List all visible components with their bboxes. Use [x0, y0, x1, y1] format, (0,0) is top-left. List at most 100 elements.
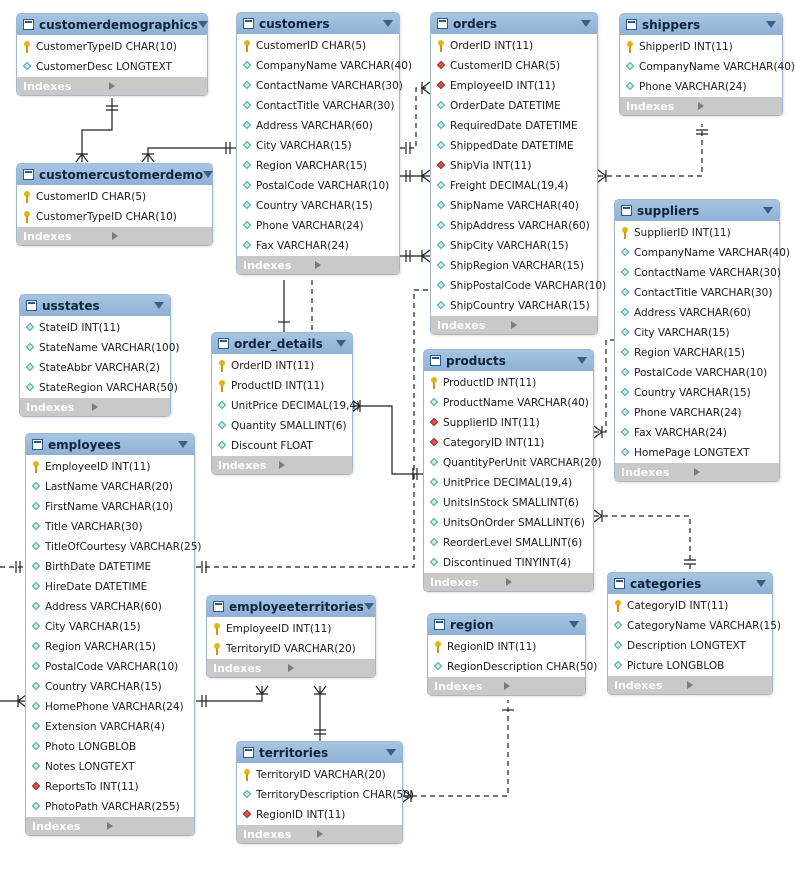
- column-row[interactable]: EmployeeID INT(11): [207, 619, 375, 639]
- column-row[interactable]: CategoryName VARCHAR(15): [608, 616, 781, 636]
- column-row[interactable]: ShipCountry VARCHAR(15): [431, 296, 597, 316]
- column-row[interactable]: ShipVia INT(11): [431, 156, 597, 176]
- column-row[interactable]: UnitPrice DECIMAL(19,4): [424, 473, 593, 493]
- column-row[interactable]: CustomerDesc LONGTEXT: [17, 57, 207, 77]
- column-row[interactable]: Description LONGTEXT: [608, 636, 772, 656]
- expand-arrow-icon[interactable]: [92, 403, 164, 411]
- table-header[interactable]: customerdemographics: [17, 14, 208, 35]
- expand-arrow-icon[interactable]: [279, 461, 346, 469]
- table-header[interactable]: territories: [237, 742, 402, 763]
- column-row[interactable]: ProductID INT(11): [212, 376, 352, 396]
- dropdown-triangle-icon[interactable]: [363, 603, 374, 610]
- table-header[interactable]: order_details: [212, 333, 352, 354]
- column-row[interactable]: CompanyName VARCHAR(40): [615, 243, 790, 263]
- dropdown-triangle-icon[interactable]: [154, 302, 164, 309]
- column-row[interactable]: ContactName VARCHAR(30): [615, 263, 781, 283]
- table-header[interactable]: suppliers: [615, 200, 779, 221]
- column-row[interactable]: RegionID INT(11): [237, 805, 402, 825]
- table-header[interactable]: usstates: [20, 295, 170, 316]
- dropdown-triangle-icon[interactable]: [386, 749, 396, 756]
- indexes-bar[interactable]: Indexes: [424, 573, 593, 591]
- table-header[interactable]: categories: [608, 573, 772, 594]
- indexes-bar[interactable]: Indexes: [237, 256, 399, 274]
- table-header[interactable]: employees: [26, 434, 194, 455]
- column-row[interactable]: Address VARCHAR(60): [26, 597, 194, 617]
- column-row[interactable]: TerritoryID VARCHAR(20): [207, 639, 375, 659]
- column-row[interactable]: Discontinued TINYINT(4): [424, 553, 593, 573]
- dropdown-triangle-icon[interactable]: [197, 21, 208, 28]
- column-row[interactable]: ContactTitle VARCHAR(30): [615, 283, 779, 303]
- column-row[interactable]: Quantity SMALLINT(6): [212, 416, 352, 436]
- column-row[interactable]: Photo LONGBLOB: [26, 737, 194, 757]
- column-row[interactable]: CategoryID INT(11): [608, 596, 772, 616]
- column-row[interactable]: CompanyName VARCHAR(40): [620, 57, 795, 77]
- column-row[interactable]: ShipPostalCode VARCHAR(10): [431, 276, 606, 296]
- column-row[interactable]: ContactTitle VARCHAR(30): [237, 96, 399, 116]
- column-row[interactable]: CompanyName VARCHAR(40): [237, 56, 412, 76]
- column-row[interactable]: UnitPrice DECIMAL(19,4): [212, 396, 360, 416]
- column-row[interactable]: ShipperID INT(11): [620, 37, 782, 57]
- column-row[interactable]: UnitsInStock SMALLINT(6): [424, 493, 593, 513]
- expand-arrow-icon[interactable]: [511, 321, 591, 329]
- indexes-bar[interactable]: Indexes: [207, 659, 375, 677]
- table-header[interactable]: region: [428, 614, 585, 635]
- column-row[interactable]: LastName VARCHAR(20): [26, 477, 194, 497]
- column-row[interactable]: SupplierID INT(11): [615, 223, 779, 243]
- dropdown-triangle-icon[interactable]: [203, 171, 214, 178]
- column-row[interactable]: CustomerTypeID CHAR(10): [17, 37, 207, 57]
- column-row[interactable]: Country VARCHAR(15): [237, 196, 399, 216]
- expand-arrow-icon[interactable]: [109, 82, 201, 90]
- column-row[interactable]: Region VARCHAR(15): [26, 637, 194, 657]
- expand-arrow-icon[interactable]: [288, 664, 369, 672]
- column-row[interactable]: CustomerID CHAR(5): [17, 187, 212, 207]
- column-row[interactable]: Phone VARCHAR(24): [620, 77, 782, 97]
- table-header[interactable]: customers: [237, 13, 399, 34]
- dropdown-triangle-icon[interactable]: [569, 621, 579, 628]
- column-row[interactable]: Country VARCHAR(15): [26, 677, 194, 697]
- column-row[interactable]: Fax VARCHAR(24): [237, 236, 399, 256]
- column-row[interactable]: ShippedDate DATETIME: [431, 136, 597, 156]
- indexes-bar[interactable]: Indexes: [17, 77, 207, 95]
- indexes-bar[interactable]: Indexes: [608, 676, 772, 694]
- column-row[interactable]: PostalCode VARCHAR(10): [237, 176, 399, 196]
- column-row[interactable]: Phone VARCHAR(24): [615, 403, 779, 423]
- column-row[interactable]: StateRegion VARCHAR(50): [20, 378, 178, 398]
- column-row[interactable]: CategoryID INT(11): [424, 433, 593, 453]
- column-row[interactable]: ContactName VARCHAR(30): [237, 76, 403, 96]
- column-row[interactable]: QuantityPerUnit VARCHAR(20): [424, 453, 602, 473]
- dropdown-triangle-icon[interactable]: [763, 207, 773, 214]
- column-row[interactable]: PostalCode VARCHAR(10): [26, 657, 194, 677]
- expand-arrow-icon[interactable]: [503, 682, 580, 690]
- column-row[interactable]: City VARCHAR(15): [26, 617, 194, 637]
- column-row[interactable]: HomePage LONGTEXT: [615, 443, 779, 463]
- column-row[interactable]: BirthDate DATETIME: [26, 557, 194, 577]
- column-row[interactable]: OrderDate DATETIME: [431, 96, 597, 116]
- indexes-bar[interactable]: Indexes: [620, 97, 782, 115]
- column-row[interactable]: ReorderLevel SMALLINT(6): [424, 533, 593, 553]
- column-row[interactable]: ShipAddress VARCHAR(60): [431, 216, 597, 236]
- expand-arrow-icon[interactable]: [505, 578, 588, 586]
- column-row[interactable]: StateName VARCHAR(100): [20, 338, 180, 358]
- indexes-bar[interactable]: Indexes: [20, 398, 170, 416]
- column-row[interactable]: ShipRegion VARCHAR(15): [431, 256, 597, 276]
- dropdown-triangle-icon[interactable]: [383, 20, 393, 27]
- column-row[interactable]: CustomerID CHAR(5): [431, 56, 597, 76]
- column-row[interactable]: Phone VARCHAR(24): [237, 216, 399, 236]
- column-row[interactable]: Region VARCHAR(15): [237, 156, 399, 176]
- column-row[interactable]: Region VARCHAR(15): [615, 343, 779, 363]
- column-row[interactable]: Notes LONGTEXT: [26, 757, 194, 777]
- expand-arrow-icon[interactable]: [315, 261, 393, 269]
- column-row[interactable]: City VARCHAR(15): [615, 323, 779, 343]
- table-header[interactable]: customercustomerdemo: [17, 164, 214, 185]
